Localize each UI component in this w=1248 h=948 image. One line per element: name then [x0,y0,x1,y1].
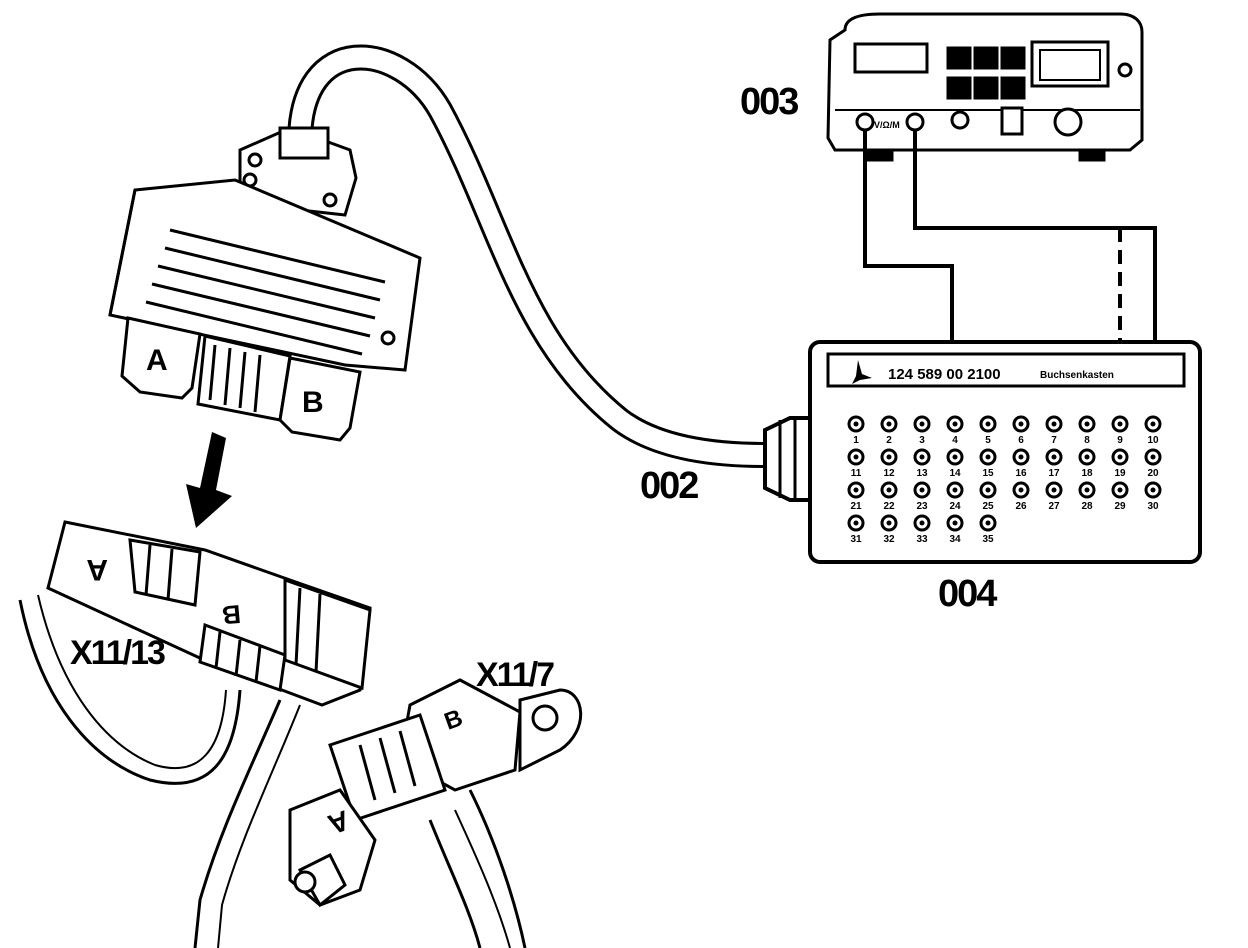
socket-pin-label: 20 [1147,468,1159,479]
socket-pin-hole [1150,454,1156,460]
socket-pin-hole [1051,487,1057,493]
socket-pin-label: 31 [850,534,862,545]
socket-pin-label: 28 [1081,501,1093,512]
socket-pin-hole [919,520,925,526]
label-003: 003 [740,81,798,123]
socket-pin-hole [1018,454,1024,460]
socket-pin-label: 11 [851,468,862,479]
socket-pin-label: 19 [1114,468,1126,479]
socket-pin-hole [1051,421,1057,427]
socket-pin-hole [1117,421,1123,427]
socket-pin-label: 2 [886,435,892,446]
socket-pin-label: 12 [883,468,895,479]
socket-pin-hole [952,454,958,460]
x11-13-letter-a: A [86,553,108,586]
socket-pin-hole [1117,487,1123,493]
socket-pin-label: 1 [853,435,859,446]
socket-pin-hole [1150,487,1156,493]
socket-pin-label: 29 [1114,501,1126,512]
socket-pin-label: 27 [1048,501,1060,512]
plug-b-letter: B [302,386,324,419]
socket-pin-hole [952,487,958,493]
mercedes-star-icon [852,360,872,384]
socket-pin-label: 22 [883,501,895,512]
connector-x11-13 [18,520,372,948]
socket-pin-hole [919,421,925,427]
socket-pin-hole [952,421,958,427]
meter-jack-label: V/Ω/M [874,120,900,130]
connector-x11-7 [288,678,583,948]
socket-box [763,340,1202,564]
socket-pin-hole [985,520,991,526]
socket-pin-hole [1117,454,1123,460]
socket-pin-label: 32 [883,534,895,545]
plug-a-letter: A [146,344,168,377]
socket-pin-hole [919,487,925,493]
socket-pin-label: 35 [982,534,994,545]
label-002: 002 [640,465,698,507]
socket-pin-label: 16 [1015,468,1027,479]
arrow-down-icon [186,432,232,528]
socket-pin-label: 17 [1048,468,1060,479]
socket-pin-label: 30 [1147,501,1159,512]
socket-pin-hole [1150,421,1156,427]
socket-pin-label: 13 [916,468,928,479]
socket-pin-label: 26 [1015,501,1027,512]
socket-pin-hole [853,421,859,427]
socket-pin-label: 25 [982,501,994,512]
label-x11-7: X11/7 [476,656,554,694]
socket-pin-label: 21 [850,501,862,512]
socket-pin-hole [886,487,892,493]
socket-pin-label: 7 [1051,435,1057,446]
socket-pin-label: 24 [949,501,961,512]
socket-pin-label: 33 [916,534,928,545]
multimeter [826,12,1144,162]
socket-pin-label: 18 [1081,468,1093,479]
socket-pin-hole [853,487,859,493]
socket-pin-hole [919,454,925,460]
socket-pin-hole [985,421,991,427]
socket-pin-hole [886,421,892,427]
socket-pin-label: 34 [949,534,961,545]
socket-pin-hole [1018,487,1024,493]
socket-pin-label: 9 [1117,435,1123,446]
socket-pin-hole [985,454,991,460]
socket-pin-hole [1084,421,1090,427]
socket-pin-hole [886,454,892,460]
socket-pin-label: 3 [919,435,925,446]
x11-13-letter-b: B [221,599,242,631]
socket-pin-hole [1084,454,1090,460]
adapter-cable [287,44,766,468]
socket-pin-label: 4 [952,435,958,446]
socket-pin-hole [1018,421,1024,427]
socket-pin-hole [985,487,991,493]
socket-pin-label: 15 [982,468,994,479]
socket-pin-hole [1051,454,1057,460]
label-x11-13: X11/13 [70,634,165,672]
socket-pin-hole [886,520,892,526]
socket-pin-label: 23 [916,501,928,512]
socket-pin-label: 8 [1084,435,1090,446]
socket-pin-hole [853,520,859,526]
label-004: 004 [938,573,997,615]
socket-pin-label: 6 [1018,435,1024,446]
socket-pin-label: 14 [949,468,961,479]
socket-pin-hole [853,454,859,460]
socket-pin-label: 10 [1147,435,1159,446]
socket-pin-hole [1084,487,1090,493]
socket-box-part-number: 124 589 00 2100 [888,366,1001,383]
adapter-connector-top [108,126,422,442]
socket-box-title: Buchsenkasten [1040,370,1114,381]
socket-pin-label: 5 [985,435,991,446]
socket-pin-hole [952,520,958,526]
